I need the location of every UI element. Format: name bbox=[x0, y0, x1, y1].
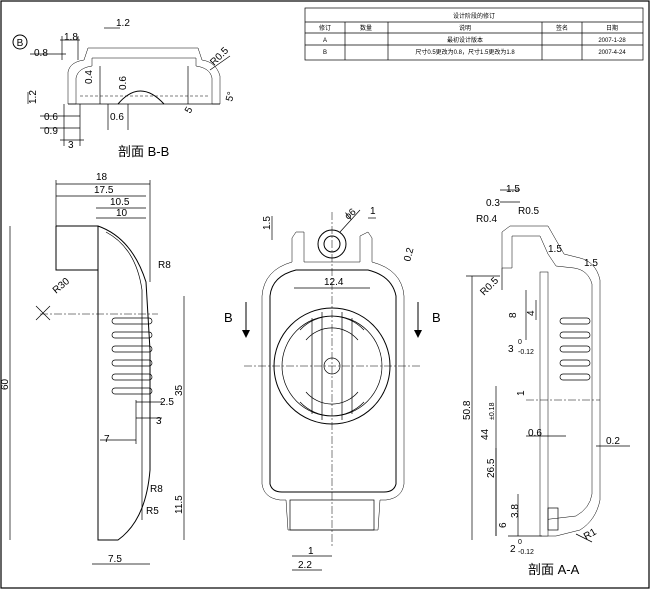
section-aa-title: 剖面 A-A bbox=[528, 562, 580, 577]
revision-table: 设计阶段的修订 修订 数量 说明 签名 日期 A 最初设计版本 2007-1-2… bbox=[304, 7, 644, 61]
bb-dim-1-8: 1.8 bbox=[64, 32, 78, 43]
aa-dim-26-5: 26.5 bbox=[486, 458, 497, 478]
aa-dim-3-8: 3.8 bbox=[510, 504, 521, 518]
aa-dim-r1: R1 bbox=[582, 526, 599, 542]
aa-dim-0-6: 0.6 bbox=[528, 428, 542, 439]
revision-header-desc: 说明 bbox=[459, 24, 471, 32]
bb-dim-1-2-vertical: 1.2 bbox=[28, 90, 39, 104]
revision-table-title: 设计阶段的修订 bbox=[453, 12, 495, 20]
side-dim-18: 18 bbox=[96, 172, 108, 183]
aa-dim-44: 44 bbox=[480, 428, 491, 440]
side-dim-11-5: 11.5 bbox=[174, 495, 185, 514]
aa-dim-4: 4 bbox=[526, 310, 537, 316]
section-aa-view: 0.3 1.5 R0.4 R0.5 1.5 1.5 R0.5 8 4 3 0 -… bbox=[462, 184, 630, 577]
side-dim-60: 60 bbox=[0, 378, 11, 390]
section-bb-title: 剖面 B-B bbox=[118, 144, 169, 159]
front-dim-0-2: 0.2 bbox=[402, 246, 416, 263]
aa-dim-1-5-mid: 1.5 bbox=[548, 244, 562, 255]
bb-dim-0-4: 0.4 bbox=[84, 70, 95, 84]
revision-header-rev: 修订 bbox=[319, 24, 331, 32]
side-dim-17-5: 17.5 bbox=[94, 185, 114, 196]
aa-dim-r0-4: R0.4 bbox=[476, 214, 498, 225]
bb-dim-5-degree: 5° bbox=[224, 91, 237, 103]
bb-dim-0-9: 0.9 bbox=[44, 126, 58, 137]
side-dim-r5: R5 bbox=[146, 506, 159, 517]
side-view-outline bbox=[56, 225, 151, 541]
aa-dim-r0-5-left: R0.5 bbox=[478, 275, 501, 298]
aa-dim-8: 8 bbox=[508, 312, 519, 318]
aa-tol-44: ±0.18 bbox=[489, 402, 496, 420]
front-dim-2-2: 2.2 bbox=[298, 560, 312, 571]
bb-dim-3: 3 bbox=[68, 140, 74, 151]
front-view-shell bbox=[261, 231, 405, 531]
aa-dim-6: 6 bbox=[498, 522, 509, 528]
bb-dim-1-2: 1.2 bbox=[116, 18, 130, 29]
front-dim-1-bottom: 1 bbox=[308, 546, 314, 557]
section-aa-slots bbox=[559, 317, 591, 381]
front-dim-12-4: 12.4 bbox=[324, 277, 344, 288]
front-view: B B 12.4 ϕ6 1.5 1 0.2 1 2.2 bbox=[224, 206, 441, 571]
side-dim-2-5: 2.5 bbox=[160, 397, 174, 408]
side-dim-10-5: 10.5 bbox=[110, 197, 130, 208]
side-dim-r8-top: R8 bbox=[158, 260, 171, 271]
bb-dim-0-6-left: 0.6 bbox=[44, 112, 58, 123]
side-view-ribs bbox=[111, 317, 153, 395]
bb-dim-5: 5 bbox=[183, 105, 196, 116]
revision-row-a-desc: 最初设计版本 bbox=[447, 36, 483, 44]
front-view-inner bbox=[269, 269, 397, 493]
bb-dim-0-6-mid: 0.6 bbox=[110, 112, 124, 123]
aa-dim-2: 2 bbox=[510, 544, 516, 555]
revision-row-b-desc: 尺寸0.5更改为0.8，尺寸1.5更改为1.8 bbox=[415, 48, 515, 56]
revision-header-date: 日期 bbox=[606, 24, 618, 32]
detail-marker-label: B bbox=[17, 38, 24, 49]
aa-tol-3-lower: -0.12 bbox=[518, 349, 534, 356]
section-bb-view: B 1.8 1.2 0.8 R0.5 0.4 0.6 1.2 0.6 0.6 0… bbox=[12, 18, 237, 159]
aa-dim-1: 1 bbox=[516, 390, 527, 396]
revision-header-sign: 签名 bbox=[556, 24, 568, 32]
side-dim-35: 35 bbox=[174, 384, 185, 396]
aa-dim-1-5-right: 1.5 bbox=[584, 258, 598, 269]
side-dim-7-5: 7.5 bbox=[108, 554, 122, 565]
bb-dim-0-8: 0.8 bbox=[34, 48, 48, 59]
aa-dim-r0-5-top: R0.5 bbox=[518, 206, 540, 217]
revision-row-b-date: 2007-4-24 bbox=[598, 50, 626, 56]
aa-dim-3: 3 bbox=[508, 344, 514, 355]
section-aa-rib bbox=[539, 271, 549, 537]
aa-dim-0-3: 0.3 bbox=[486, 198, 500, 209]
side-dim-r8-bottom: R8 bbox=[150, 484, 163, 495]
side-view: 18 17.5 10.5 10 R8 R30 60 35 2.5 3 7 R8 … bbox=[0, 172, 185, 565]
revision-row-a-rev: A bbox=[323, 38, 327, 44]
cut-marker-left: B bbox=[224, 310, 233, 325]
detail-marker-circle bbox=[12, 34, 28, 50]
side-dim-10: 10 bbox=[116, 208, 128, 219]
side-dim-7: 7 bbox=[104, 434, 110, 445]
revision-row-a-date: 2007-1-28 bbox=[598, 38, 626, 44]
front-dim-1-5: 1.5 bbox=[262, 216, 273, 230]
aa-dim-1-5-top: 1.5 bbox=[506, 184, 520, 195]
cut-marker-right: B bbox=[432, 310, 441, 325]
aa-dim-50-8: 50.8 bbox=[462, 400, 473, 420]
bb-dim-r0-5: R0.5 bbox=[208, 45, 231, 68]
side-dim-3: 3 bbox=[156, 416, 162, 427]
aa-tol-3-upper: 0 bbox=[518, 339, 522, 346]
aa-tol-2-lower: -0.12 bbox=[518, 549, 534, 556]
aa-dim-0-2: 0.2 bbox=[606, 436, 620, 447]
bb-dim-0-6-vertical: 0.6 bbox=[118, 76, 129, 90]
aa-tol-2-upper: 0 bbox=[518, 539, 522, 546]
front-dim-phi6: ϕ6 bbox=[343, 206, 359, 222]
revision-header-qty: 数量 bbox=[360, 24, 372, 32]
revision-row-b-rev: B bbox=[323, 50, 327, 56]
side-dim-r30: R30 bbox=[51, 276, 72, 297]
front-dim-1: 1 bbox=[370, 206, 376, 217]
section-aa-shell bbox=[501, 225, 601, 537]
